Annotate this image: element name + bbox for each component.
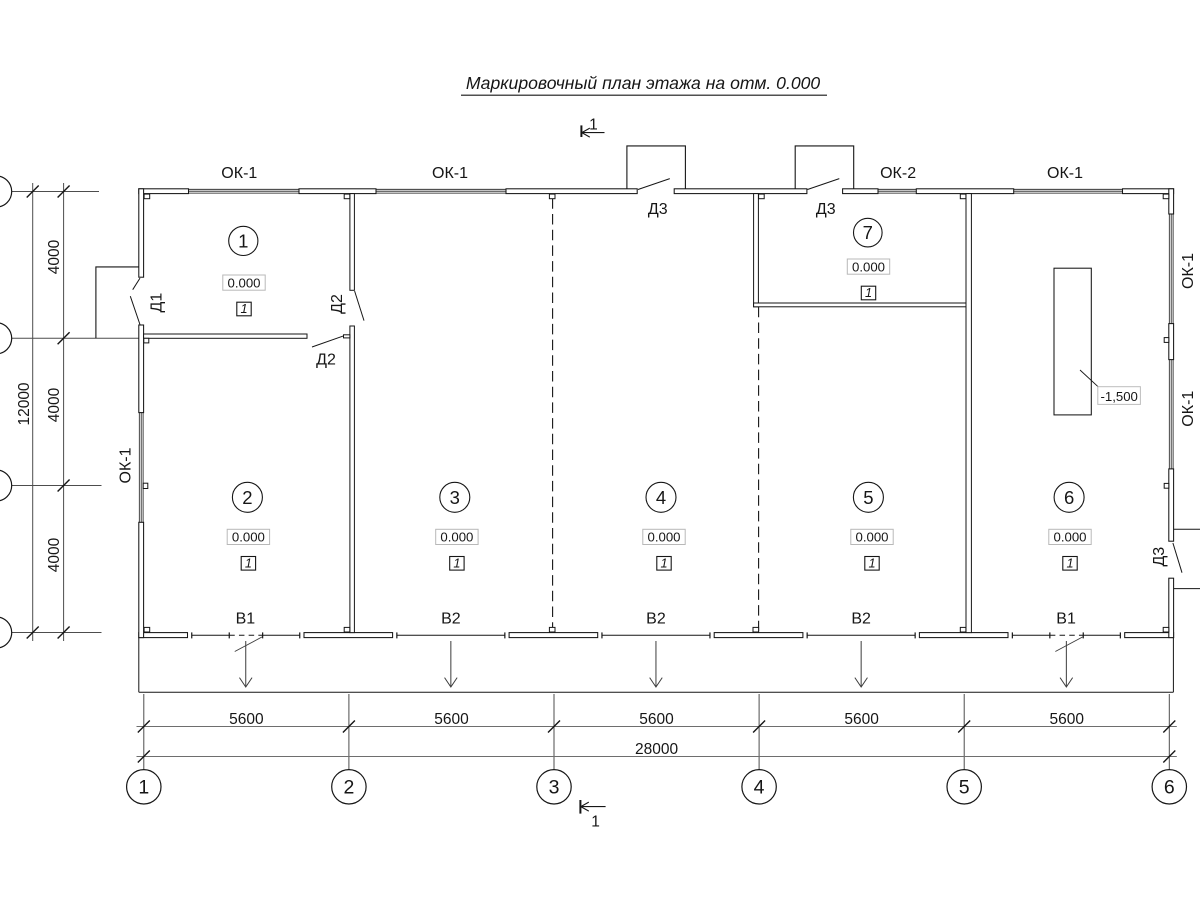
- svg-text:3: 3: [549, 777, 560, 799]
- svg-text:1: 1: [865, 285, 872, 300]
- svg-text:ОК-1: ОК-1: [1180, 253, 1197, 289]
- svg-text:0.000: 0.000: [232, 530, 265, 545]
- svg-text:1: 1: [868, 555, 875, 570]
- svg-text:4000: 4000: [46, 387, 63, 422]
- svg-text:5600: 5600: [639, 711, 674, 728]
- svg-text:28000: 28000: [635, 741, 678, 758]
- svg-text:5600: 5600: [229, 711, 264, 728]
- svg-text:В1: В1: [1056, 611, 1076, 628]
- svg-text:Д2: Д2: [316, 352, 336, 369]
- svg-text:2: 2: [242, 487, 252, 508]
- svg-text:1: 1: [138, 777, 149, 799]
- svg-text:0.000: 0.000: [852, 259, 885, 274]
- svg-text:0.000: 0.000: [227, 275, 260, 290]
- svg-text:Д2: Д2: [329, 294, 346, 314]
- svg-text:3: 3: [450, 487, 460, 508]
- svg-text:6: 6: [1064, 487, 1074, 508]
- svg-text:4000: 4000: [46, 537, 63, 572]
- svg-text:Д1: Д1: [149, 293, 166, 313]
- svg-text:1: 1: [589, 117, 598, 134]
- svg-text:5600: 5600: [434, 711, 469, 728]
- svg-text:В2: В2: [441, 611, 461, 628]
- svg-text:1: 1: [1066, 555, 1073, 570]
- svg-text:7: 7: [863, 222, 873, 243]
- svg-text:5: 5: [959, 777, 970, 799]
- svg-text:4: 4: [656, 487, 666, 508]
- svg-text:ОК-1: ОК-1: [221, 165, 257, 182]
- svg-text:1: 1: [245, 555, 252, 570]
- svg-text:Маркировочный план этажа на от: Маркировочный план этажа на отм. 0.000: [466, 73, 821, 93]
- svg-text:5: 5: [863, 487, 873, 508]
- svg-text:1: 1: [591, 814, 600, 831]
- svg-text:ОК-2: ОК-2: [880, 165, 916, 182]
- svg-text:1: 1: [240, 301, 247, 316]
- svg-text:0.000: 0.000: [440, 530, 473, 545]
- svg-text:В1: В1: [236, 611, 256, 628]
- svg-text:4: 4: [754, 777, 765, 799]
- svg-text:0.000: 0.000: [855, 530, 888, 545]
- svg-text:ОК-1: ОК-1: [1047, 165, 1083, 182]
- svg-text:Д3: Д3: [816, 201, 836, 218]
- svg-text:1: 1: [238, 231, 248, 252]
- svg-text:Д3: Д3: [1151, 547, 1168, 567]
- svg-text:1: 1: [453, 555, 460, 570]
- svg-text:0.000: 0.000: [1053, 530, 1086, 545]
- svg-text:0.000: 0.000: [647, 530, 680, 545]
- svg-text:-1,500: -1,500: [1100, 389, 1137, 404]
- svg-text:В2: В2: [851, 611, 871, 628]
- svg-text:ОК-1: ОК-1: [1180, 391, 1197, 427]
- svg-text:12000: 12000: [16, 382, 33, 425]
- svg-text:ОК-1: ОК-1: [432, 165, 468, 182]
- svg-text:4000: 4000: [46, 239, 63, 274]
- svg-text:2: 2: [343, 777, 354, 799]
- svg-text:5600: 5600: [1050, 711, 1085, 728]
- svg-text:1: 1: [660, 555, 667, 570]
- svg-text:ОК-1: ОК-1: [118, 447, 135, 483]
- svg-text:В2: В2: [646, 611, 666, 628]
- svg-text:Д3: Д3: [648, 201, 668, 218]
- svg-text:6: 6: [1164, 777, 1175, 799]
- svg-text:5600: 5600: [844, 711, 879, 728]
